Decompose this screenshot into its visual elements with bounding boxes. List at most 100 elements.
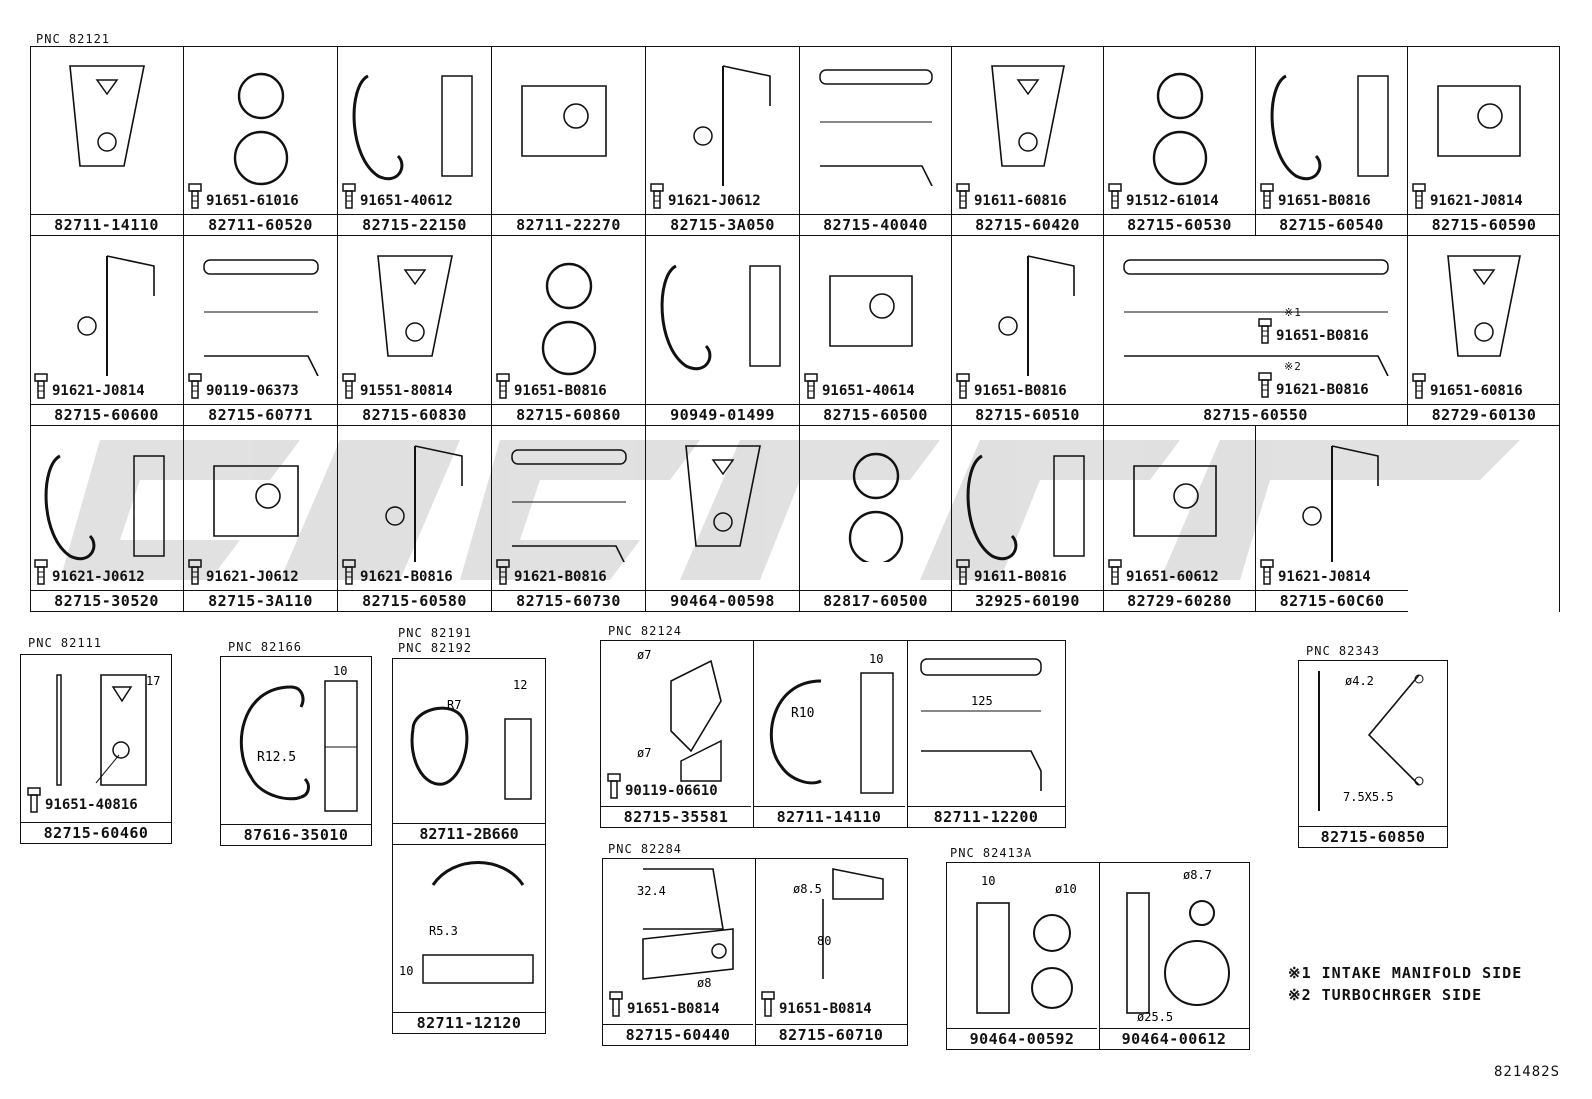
part-number: 82817-60500 — [800, 590, 951, 611]
part-number: 82711-14110 — [753, 806, 905, 827]
part-cell: 91611-60816 82715-60420 — [952, 46, 1104, 236]
part-number: 87616-35010 — [221, 824, 371, 845]
part-sketch — [69, 65, 145, 167]
bracket-sketch: 17 — [56, 674, 160, 786]
parts-grid-main — [30, 46, 1560, 612]
part-number: 82715-60460 — [21, 822, 171, 843]
part-sketch — [1447, 255, 1521, 357]
pnc-label-main: PNC 82121 — [36, 32, 111, 46]
bolt-label: 91651-B0814 — [761, 991, 872, 1017]
part-sketch — [352, 74, 473, 180]
bolt-label: 91651-60612 — [1108, 559, 1219, 585]
group-82166: 10 R12.5 87616-35010 — [220, 656, 372, 846]
part-number: 32925-60190 — [952, 590, 1103, 611]
bolt-label: 91621-J0612 — [188, 559, 299, 585]
bolt-label: 91651-61016 — [188, 183, 299, 209]
bolt-icon — [804, 373, 818, 399]
pnc-label: PNC 82191 — [398, 626, 473, 640]
part-sketch — [829, 275, 913, 347]
part-number: 82715-60590 — [1408, 214, 1560, 235]
bolt-icon — [1258, 372, 1272, 398]
svg-text:ø7: ø7 — [637, 648, 651, 662]
bolt-icon — [188, 559, 202, 585]
bolt-icon — [956, 183, 970, 209]
bolt-label: 91651-B0814 — [609, 991, 720, 1017]
part-number: 90949-01499 — [646, 404, 799, 425]
bolt-label: 91651-B0816 — [1258, 318, 1369, 344]
part-number: 82729-60130 — [1408, 404, 1560, 425]
part-sketch — [511, 449, 627, 562]
part-cell: 82715-40040 — [800, 46, 952, 236]
part-sketch — [693, 65, 771, 186]
plate-sketch: ø4.2 7.5X5.5 — [1318, 671, 1424, 811]
bolt-label: 91621-B0816 — [342, 559, 453, 585]
bolt-icon — [609, 991, 623, 1017]
group-82413a: 10 ø10 ø8.7 ø25.5 90464-00592 90464-0061… — [946, 862, 1250, 1050]
drawing-id: 821482S — [1494, 1064, 1561, 1080]
part-cell: 82715-60550 — [1104, 236, 1408, 426]
bolt-label: 91651-40612 — [342, 183, 453, 209]
part-number: 82711-2B660 — [393, 823, 545, 845]
clamp-sketch: R5.3 10 — [399, 861, 534, 984]
svg-text:ø8.7: ø8.7 — [1183, 868, 1212, 882]
part-number: 82715-60540 — [1256, 214, 1407, 235]
part-sketch — [660, 264, 781, 370]
part-cell: 82817-60500 — [800, 426, 952, 612]
clip-sketch: 10 ø10 ø8.7 ø25.5 — [976, 868, 1230, 1024]
bolt-icon — [342, 373, 356, 399]
part-sketch — [966, 454, 1085, 560]
part-sketch — [1270, 74, 1389, 180]
marker-1: ※1 — [1284, 306, 1302, 319]
part-sketch — [203, 259, 319, 376]
part-sketch — [377, 255, 453, 357]
part-sketch — [44, 454, 165, 560]
clamp-sketch: R7 12 — [410, 678, 532, 800]
svg-text:10: 10 — [333, 664, 347, 678]
part-number: 90464-00598 — [646, 590, 799, 611]
part-number: 82715-60500 — [800, 404, 951, 425]
svg-text:12: 12 — [513, 678, 527, 692]
part-number: 82711-22270 — [492, 214, 645, 235]
svg-text:R12.5: R12.5 — [257, 750, 296, 765]
svg-text:ø25.5: ø25.5 — [1137, 1010, 1173, 1024]
bracket-sketch: 32.4 ø8 ø8.5 80 — [637, 868, 884, 990]
part-cell: 91621-B0816 82715-60580 — [338, 426, 492, 612]
part-cell: 91611-B0816 32925-60190 — [952, 426, 1104, 612]
part-cell: 82711-22270 — [492, 46, 646, 236]
part-number: 82715-60420 — [952, 214, 1103, 235]
part-number: 82715-30520 — [30, 590, 183, 611]
bolt-icon — [188, 373, 202, 399]
part-number: 82715-60771 — [184, 404, 337, 425]
part-number: 82715-60580 — [338, 590, 491, 611]
bolt-label: 91611-B0816 — [956, 559, 1067, 585]
svg-text:80: 80 — [817, 934, 831, 948]
bolt-icon — [34, 373, 48, 399]
bolt-label: 91651-B0816 — [956, 373, 1067, 399]
bolt-icon — [1260, 559, 1274, 585]
part-sketch — [521, 85, 607, 157]
part-cell: 90464-00598 — [646, 426, 800, 612]
bolt-label: 91611-60816 — [956, 183, 1067, 209]
pnc-label: PNC 82284 — [608, 842, 683, 856]
bolt-label: 91512-61014 — [1108, 183, 1219, 209]
part-number: 82715-35581 — [601, 806, 751, 827]
part-sketch — [998, 255, 1075, 376]
bolt-icon — [342, 183, 356, 209]
bolt-label: 91621-J0612 — [650, 183, 761, 209]
svg-text:10: 10 — [981, 874, 995, 888]
bolt-label: 91651-40816 — [27, 787, 138, 813]
bolt-icon — [650, 183, 664, 209]
bolt-icon — [956, 373, 970, 399]
svg-text:125: 125 — [971, 694, 993, 708]
svg-text:ø7: ø7 — [637, 746, 651, 760]
part-number: 82715-60600 — [30, 404, 183, 425]
part-sketch — [1123, 259, 1389, 376]
part-sketch — [233, 72, 289, 186]
bolt-label: 90119-06373 — [188, 373, 299, 399]
part-number: 82715-60510 — [952, 404, 1103, 425]
